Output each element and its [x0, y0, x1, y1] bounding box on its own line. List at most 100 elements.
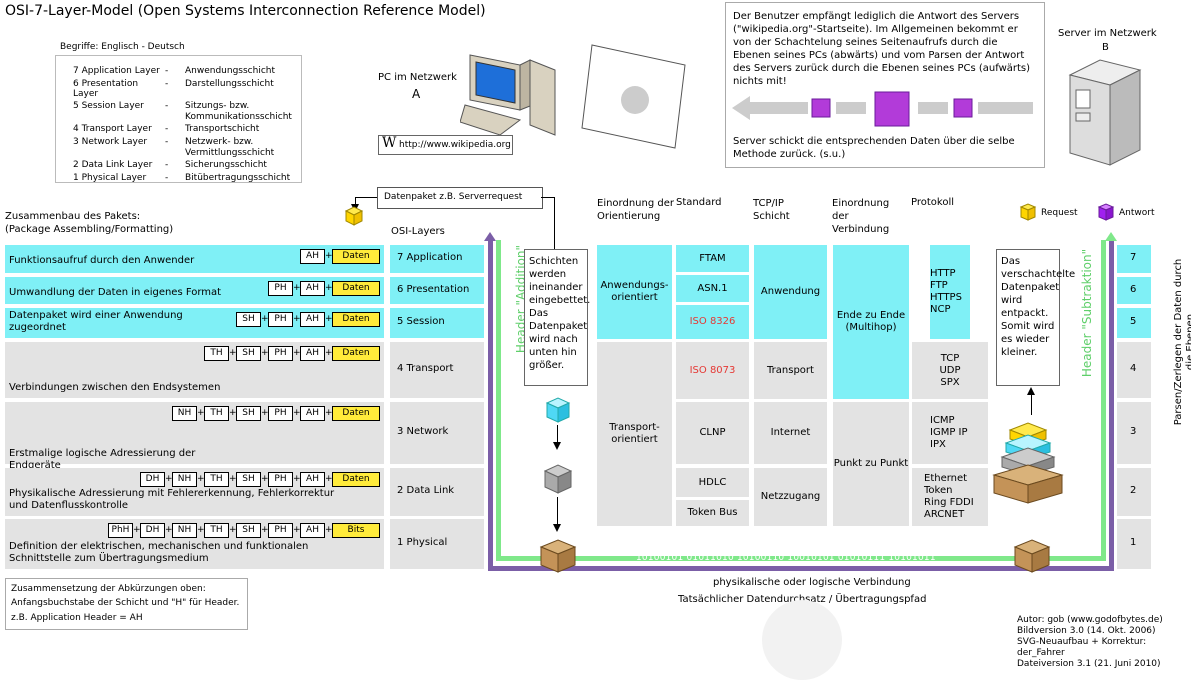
wikipedia-page-icon: [581, 44, 686, 149]
std-1: ASN.1: [676, 275, 749, 302]
plus-sign: +: [261, 348, 269, 358]
glossary-en: 4 Transport Layer: [73, 124, 152, 134]
page-title: OSI-7-Layer-Model (Open Systems Intercon…: [5, 3, 486, 19]
glossary-dash: -: [165, 124, 169, 134]
bitstream: 10100101 01011010 10100110 10010101 0101…: [636, 553, 936, 563]
layer-num-cell-3: [1117, 402, 1151, 464]
cube-gray-icon: [543, 464, 573, 494]
request-cube-icon: [344, 206, 364, 226]
plus-sign: +: [229, 474, 237, 484]
header-box-sh: SH: [236, 406, 261, 421]
glossary-dash: -: [165, 66, 169, 76]
header-box-sh: SH: [236, 472, 261, 487]
verb-p2p: Punkt zu Punkt: [833, 402, 909, 526]
osi-cell-5: [390, 308, 484, 338]
url-bar: [378, 135, 513, 155]
header-box-ah: AH: [300, 346, 325, 361]
path-left-purple: [488, 240, 493, 570]
header-box-ah: AH: [300, 249, 325, 264]
unpacked-box-stack-icon: [992, 422, 1064, 504]
info-box: [725, 2, 1045, 168]
std-2: ISO 8326: [676, 305, 749, 339]
glossary-dash: -: [165, 173, 169, 183]
header-box-sh: SH: [236, 312, 261, 327]
header-box-ph: PH: [268, 523, 293, 538]
plus-sign: +: [165, 525, 173, 535]
plus-sign: +: [325, 283, 333, 293]
orient-trans: Transport-orientiert: [597, 342, 672, 526]
header-box-ph: PH: [268, 346, 293, 361]
parsen-label: Parsen/Zerlegen der Daten durch die Eben…: [1173, 258, 1191, 426]
tcp-anwendung: Anwendung: [754, 245, 827, 339]
box-brown-right-icon: [1013, 539, 1051, 573]
layer-num-cell-7: [1117, 245, 1151, 273]
server-sub: B: [1102, 42, 1109, 53]
header-box-th: TH: [204, 523, 229, 538]
header-box-ah: AH: [300, 406, 325, 421]
plus-sign: +: [293, 348, 301, 358]
left-note-box: [524, 249, 588, 386]
cube-cyan-icon: [545, 397, 571, 423]
glossary-dash: -: [165, 160, 169, 170]
plus-sign: +: [229, 525, 237, 535]
header-box-th: TH: [204, 346, 229, 361]
path-left-green: [496, 240, 501, 560]
path-right-green: [1101, 240, 1106, 560]
plus-sign: +: [261, 314, 269, 324]
glossary-row: 5 Session Layer-Sitzungs- bzw. Kommunika…: [73, 101, 298, 123]
glossary-row: 3 Network Layer-Netzwerk- bzw. Vermittlu…: [73, 137, 298, 159]
assembly-title: Zusammenbau des Pakets:: [5, 211, 141, 222]
tcp-netzzugang: Netzzugang: [754, 468, 827, 526]
proto-link: Ethernet Token Ring FDDI ARCNET: [912, 468, 988, 526]
layer-desc-3: Erstmalige logische Adressierung der End…: [9, 448, 196, 471]
proto-net: ICMP IGMP IP IPX: [912, 402, 988, 464]
payload-box: Daten: [332, 346, 380, 361]
osi-label-7: 7 Application: [397, 252, 463, 263]
col-tcpip: TCP/IP Schicht: [753, 198, 790, 222]
std-4: CLNP: [676, 402, 749, 464]
pc-sub: A: [412, 87, 421, 101]
plus-sign: +: [197, 408, 205, 418]
verb-e2e: Ende zu Ende (Multihop): [833, 245, 909, 399]
payload-box: Daten: [332, 249, 380, 264]
pc-icon: [460, 54, 556, 136]
osi-label-2: 2 Data Link: [397, 485, 455, 496]
std-6: Token Bus: [676, 500, 749, 526]
glossary-de: Transportschicht: [185, 124, 260, 134]
wiki-w-icon: W: [382, 135, 397, 151]
plus-sign: +: [325, 348, 333, 358]
info-text: Der Benutzer empfängt lediglich die Antw…: [733, 11, 1031, 87]
credit-line: SVG-Neuaufbau + Korrektur: der_Fahrer: [1017, 637, 1147, 658]
osi-cell-7: [390, 245, 484, 273]
proto-app: HTTP FTP HTTPS NCP: [930, 245, 970, 339]
server-label: Server im Netzwerk: [1058, 28, 1157, 39]
layer-desc-2: Physikalische Adressierung mit Fehlererk…: [9, 488, 335, 511]
abbr-line3: z.B. Application Header = AH: [11, 613, 143, 623]
layer-num-cell-5: [1117, 308, 1151, 338]
header-box-nh: NH: [172, 523, 197, 538]
plus-sign: +: [325, 408, 333, 418]
osi-label-3: 3 Network: [397, 426, 449, 437]
abbr-box: [5, 578, 248, 630]
glossary-en: 7 Application Layer: [73, 66, 160, 76]
glossary-en: 5 Session Layer: [73, 101, 144, 111]
datenpaket-text: Datenpaket z.B. Serverrequest: [384, 192, 523, 202]
datenpaket-box: [377, 187, 543, 209]
osi-label-5: 5 Session: [397, 316, 445, 327]
plus-sign: +: [165, 474, 173, 484]
path-bottom-purple: [488, 566, 1114, 571]
header-box-ph: PH: [268, 312, 293, 327]
glossary-row: 1 Physical Layer-Bitübertragungsschicht: [73, 173, 298, 184]
plus-sign: +: [229, 348, 237, 358]
glossary-de: Netzwerk- bzw. Vermittlungsschicht: [185, 137, 275, 158]
legend-request: Request: [1041, 208, 1078, 218]
plus-sign: +: [229, 408, 237, 418]
layer-num-5: 5: [1130, 316, 1137, 327]
credit-line: Bildversion 3.0 (14. Okt. 2006): [1017, 626, 1156, 636]
glossary-row: 4 Transport Layer - Transportschicht: [73, 124, 298, 135]
plus-sign: +: [325, 314, 333, 324]
col-standard: Standard: [676, 197, 722, 208]
std-5: HDLC: [676, 468, 749, 497]
server-icon: [1068, 59, 1142, 166]
std-0: FTAM: [676, 245, 749, 272]
